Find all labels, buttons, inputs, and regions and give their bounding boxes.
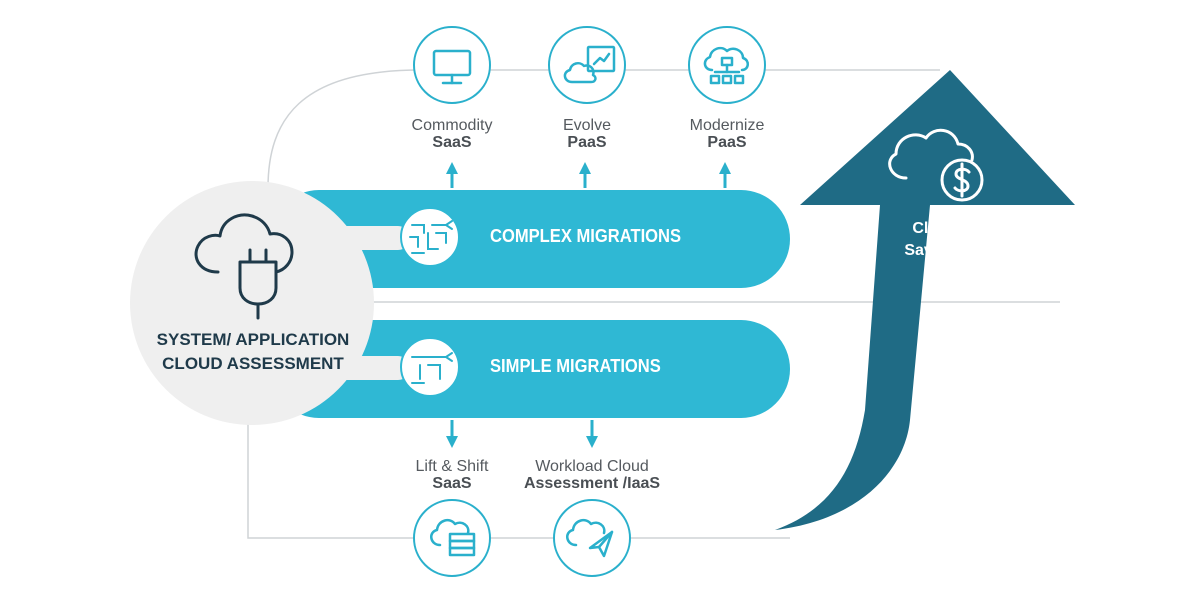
cloud-server-icon [413, 499, 491, 577]
hub-title-line2: CLOUD ASSESSMENT [162, 354, 344, 373]
simple-maze-icon [400, 337, 460, 397]
option-sublabel: PaaS [707, 134, 747, 151]
option-label: Workload Cloud [535, 458, 649, 475]
option-sublabel: SaaS [432, 134, 472, 151]
option-evolve-paas: Evolve PaaS [527, 117, 647, 151]
complex-migrations-title: COMPLEX MIGRATIONS [490, 226, 682, 246]
hub-title: SYSTEM/ APPLICATION CLOUD ASSESSMENT [138, 328, 368, 376]
option-label: Lift & Shift [415, 458, 489, 475]
cloud-savings-arrow [775, 70, 1075, 530]
option-modernize-paas: Modernize PaaS [667, 117, 787, 151]
simple-migrations-band [270, 320, 790, 418]
simple-migrations-title: SIMPLE MIGRATIONS [490, 356, 661, 376]
cloud-savings-label: Cloud Savings [880, 218, 990, 262]
option-sublabel: Assessment /IaaS [523, 475, 661, 492]
cloud-dollar-icon [888, 128, 984, 202]
hub-title-line1: SYSTEM/ APPLICATION [156, 330, 350, 349]
option-commodity-saas: Commodity SaaS [392, 117, 512, 151]
monitor-icon [413, 26, 491, 104]
cloud-send-icon [553, 499, 631, 577]
cloud-chart-icon [548, 26, 626, 104]
cloud-plug-icon [194, 213, 294, 320]
option-workload-iaas: Workload Cloud Assessment /IaaS [512, 458, 672, 492]
option-label: Commodity [411, 117, 493, 134]
option-sublabel: PaaS [567, 134, 607, 151]
complex-migrations-band [270, 190, 790, 288]
option-sublabel: SaaS [432, 475, 472, 492]
savings-line1: Cloud [912, 220, 958, 237]
option-lift-shift-saas: Lift & Shift SaaS [392, 458, 512, 492]
option-label: Evolve [562, 117, 612, 134]
savings-line2: Savings [904, 242, 966, 259]
cloud-network-icon [688, 26, 766, 104]
option-label: Modernize [689, 117, 765, 134]
complex-maze-icon [400, 207, 460, 267]
option-arrows [446, 162, 731, 448]
